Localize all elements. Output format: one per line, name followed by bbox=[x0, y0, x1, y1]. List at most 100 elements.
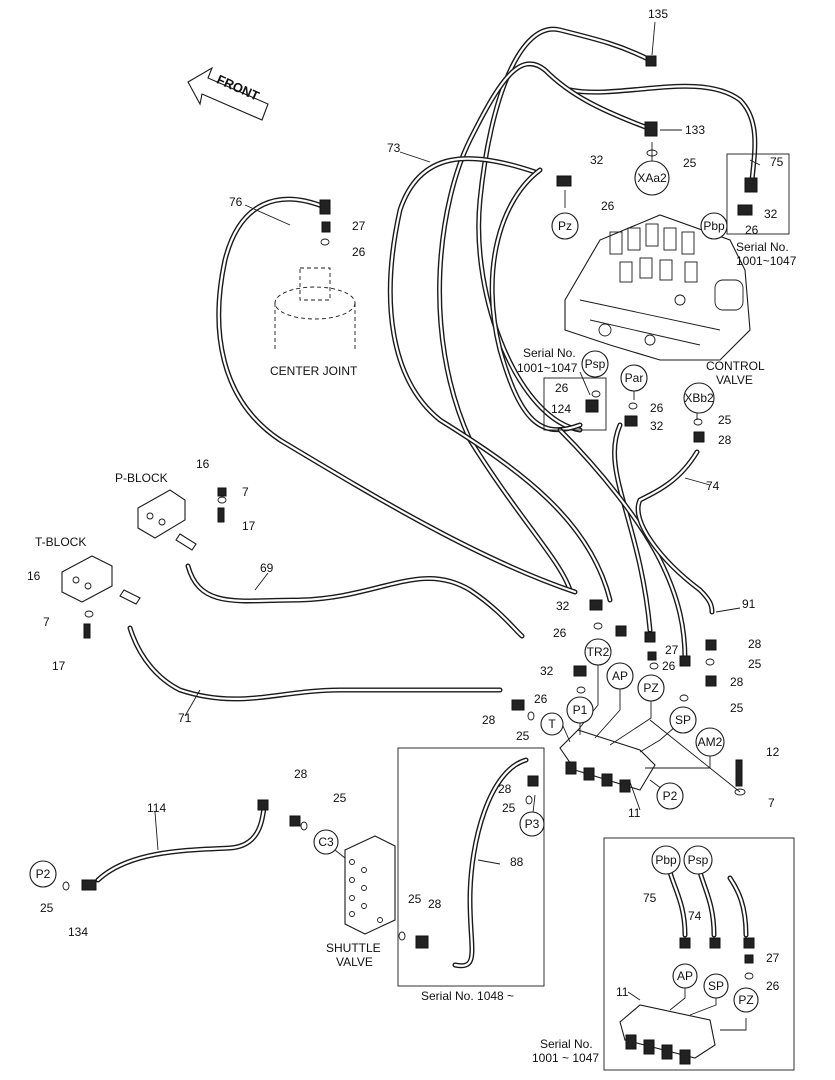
svg-text:P2: P2 bbox=[36, 867, 51, 881]
svg-text:Pz: Pz bbox=[558, 219, 572, 233]
part-25-h: 25 bbox=[408, 892, 422, 906]
port-psp-inset: Psp bbox=[683, 845, 713, 875]
part-32-d: 32 bbox=[556, 599, 570, 613]
port-ap-inset: AP bbox=[672, 963, 698, 989]
svg-text:P3: P3 bbox=[525, 817, 540, 831]
part-32-a: 32 bbox=[590, 153, 604, 167]
svg-text:Psp: Psp bbox=[688, 853, 709, 867]
port-t: T bbox=[540, 712, 564, 736]
port-pz: PZ bbox=[637, 674, 665, 702]
p-block-label: P-BLOCK bbox=[115, 471, 168, 485]
part-26-i: 26 bbox=[766, 979, 780, 993]
shuttle-valve-label-2: VALVE bbox=[336, 955, 373, 969]
part-17-a: 17 bbox=[242, 519, 256, 533]
text-labels: Serial No. 1001~1047 Serial No. 1001~104… bbox=[421, 240, 797, 1065]
part-16-a: 16 bbox=[196, 457, 210, 471]
part-11-b: 11 bbox=[616, 985, 629, 999]
part-69: 69 bbox=[260, 561, 274, 575]
t-block: T-BLOCK bbox=[35, 535, 141, 605]
part-26-g: 26 bbox=[662, 659, 676, 673]
svg-text:Par: Par bbox=[625, 371, 644, 385]
part-11-a: 11 bbox=[628, 806, 641, 820]
part-25-a: 25 bbox=[683, 156, 697, 170]
port-sp-inset: SP bbox=[703, 973, 729, 999]
port-pz-inset: PZ bbox=[733, 987, 759, 1013]
serial-bottom-right-1: Serial No. bbox=[540, 1037, 593, 1051]
part-7-c: 7 bbox=[768, 796, 775, 810]
part-135: 135 bbox=[648, 7, 668, 21]
part-25-d: 25 bbox=[730, 701, 744, 715]
part-17-b: 17 bbox=[52, 659, 66, 673]
part-7-b: 7 bbox=[43, 615, 50, 629]
t-block-label: T-BLOCK bbox=[35, 535, 86, 549]
part-32-e: 32 bbox=[540, 664, 554, 678]
part-25-g: 25 bbox=[333, 791, 347, 805]
part-32-c: 32 bbox=[650, 419, 664, 433]
svg-text:Pbp: Pbp bbox=[655, 853, 677, 867]
serial-1048: Serial No. 1048 ~ bbox=[421, 989, 514, 1003]
port-c3: C3 bbox=[313, 829, 339, 855]
svg-text:P2: P2 bbox=[663, 789, 678, 803]
port-pz-top: Pz bbox=[551, 212, 579, 240]
port-xbb2: XBb2 bbox=[683, 382, 715, 414]
center-joint: CENTER JOINT bbox=[270, 267, 358, 378]
part-25-b: 25 bbox=[718, 413, 732, 427]
part-26-c: 26 bbox=[352, 245, 366, 259]
part-28-g: 28 bbox=[428, 897, 442, 911]
p-block: P-BLOCK bbox=[115, 471, 197, 551]
port-pbp-top: Pbp bbox=[700, 212, 728, 240]
part-7-a: 7 bbox=[242, 485, 249, 499]
part-25-i: 25 bbox=[40, 901, 54, 915]
manifold-block-inset bbox=[619, 1004, 716, 1065]
part-133: 133 bbox=[685, 123, 705, 137]
svg-text:PZ: PZ bbox=[643, 681, 658, 695]
port-p1: P1 bbox=[566, 696, 594, 724]
serial-left-valve-2: 1001~1047 bbox=[517, 361, 578, 375]
front-arrow: FRONT bbox=[187, 66, 269, 121]
control-valve-label-1: CONTROL bbox=[706, 359, 765, 373]
port-p3: P3 bbox=[519, 811, 545, 837]
part-76: 76 bbox=[229, 195, 243, 209]
port-sp: SP bbox=[669, 706, 697, 734]
part-114: 114 bbox=[147, 801, 166, 815]
part-28-a: 28 bbox=[718, 433, 732, 447]
svg-text:TR2: TR2 bbox=[587, 645, 610, 659]
svg-text:Psp: Psp bbox=[585, 357, 606, 371]
serial-bottom-right-2: 1001 ~ 1047 bbox=[532, 1051, 599, 1065]
svg-text:SP: SP bbox=[675, 713, 691, 727]
part-134: 134 bbox=[68, 925, 88, 939]
svg-text:P1: P1 bbox=[573, 703, 588, 717]
part-75-a: 75 bbox=[770, 155, 784, 169]
svg-text:Pbp: Pbp bbox=[703, 219, 725, 233]
shuttle-valve: SHUTTLE VALVE bbox=[326, 835, 396, 969]
part-91: 91 bbox=[742, 597, 756, 611]
part-12: 12 bbox=[766, 745, 780, 759]
part-26-d: 26 bbox=[555, 381, 569, 395]
serial-top-right-1: Serial No. bbox=[736, 240, 789, 254]
part-73: 73 bbox=[387, 141, 401, 155]
part-26-b: 26 bbox=[745, 223, 759, 237]
control-valve bbox=[564, 214, 751, 361]
part-16-b: 16 bbox=[27, 569, 41, 583]
part-26-a: 26 bbox=[601, 199, 615, 213]
part-25-c: 25 bbox=[748, 657, 762, 671]
part-26-h: 26 bbox=[534, 692, 548, 706]
part-25-e: 25 bbox=[516, 729, 530, 743]
part-88: 88 bbox=[510, 855, 524, 869]
part-28-f: 28 bbox=[294, 767, 308, 781]
svg-text:C3: C3 bbox=[318, 835, 334, 849]
hose-71 bbox=[127, 625, 503, 702]
part-25-f: 25 bbox=[502, 801, 516, 815]
part-28-c: 28 bbox=[730, 675, 744, 689]
part-74-a: 74 bbox=[706, 479, 720, 493]
hose-114 bbox=[95, 805, 267, 883]
svg-text:SP: SP bbox=[708, 979, 724, 993]
part-numbers: 135 133 25 32 26 73 75 32 26 76 27 26 26… bbox=[27, 7, 784, 999]
port-p2-right: P2 bbox=[656, 782, 684, 810]
part-28-d: 28 bbox=[482, 713, 496, 727]
part-26-e: 26 bbox=[650, 401, 664, 415]
center-joint-label: CENTER JOINT bbox=[270, 364, 358, 378]
part-27-a: 27 bbox=[352, 219, 366, 233]
part-75-b: 75 bbox=[643, 891, 657, 905]
